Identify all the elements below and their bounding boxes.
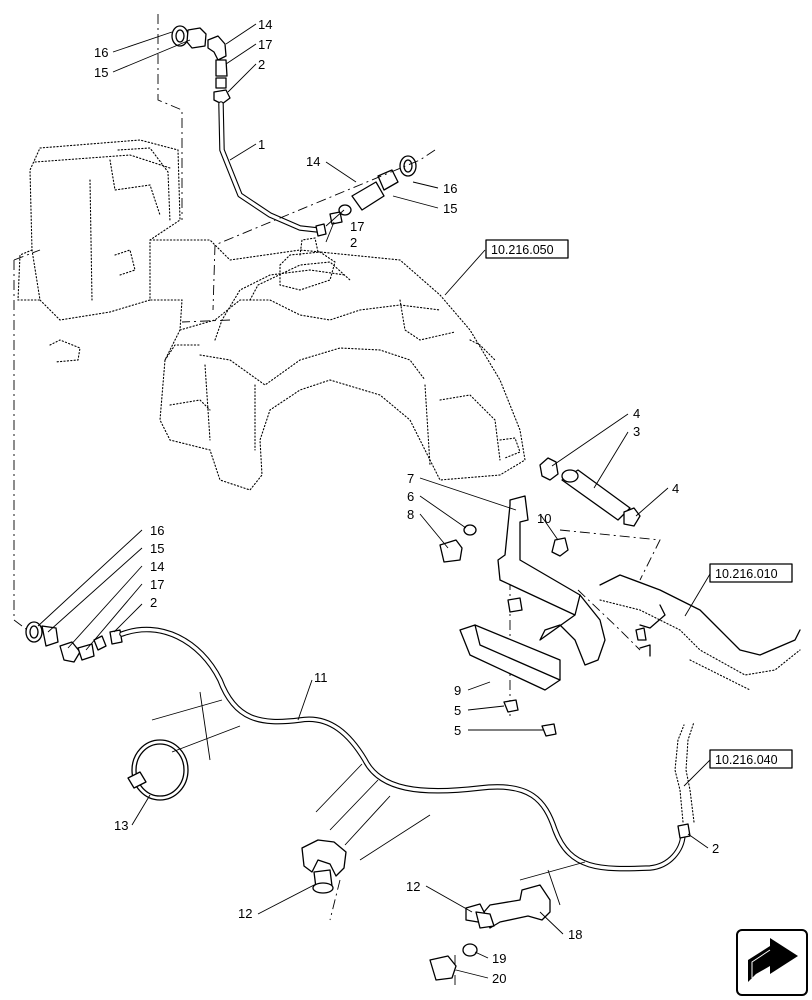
ref-label-10-216-050[interactable]: 10.216.050 bbox=[491, 243, 554, 257]
leader-lines bbox=[37, 23, 711, 979]
callout-11: 11 bbox=[314, 670, 328, 685]
lower-hose-assembly bbox=[25, 621, 695, 906]
construction-lines bbox=[13, 14, 661, 985]
sleeve-assembly bbox=[539, 457, 641, 527]
ref-label-10-216-010[interactable]: 10.216.010 bbox=[715, 567, 778, 581]
callout-4-b: 4 bbox=[672, 481, 679, 496]
clamp-13 bbox=[127, 739, 189, 801]
bracket-assembly bbox=[439, 495, 801, 737]
callout-13: 13 bbox=[114, 818, 128, 833]
callout-3: 3 bbox=[633, 424, 640, 439]
callout-18: 18 bbox=[568, 927, 582, 942]
callout-7: 7 bbox=[407, 471, 414, 486]
callout-2-bottom: 2 bbox=[150, 595, 157, 610]
callout-17-top: 17 bbox=[258, 37, 272, 52]
callout-5-b: 5 bbox=[454, 723, 461, 738]
callout-15-bottom: 15 bbox=[150, 541, 164, 556]
callout-20: 20 bbox=[492, 971, 506, 986]
bracket-18-assembly bbox=[429, 884, 551, 981]
callout-8: 8 bbox=[407, 507, 414, 522]
callout-2-right: 2 bbox=[712, 841, 719, 856]
clip-12-center bbox=[301, 839, 347, 894]
callout-10: 10 bbox=[537, 511, 551, 526]
callout-5-a: 5 bbox=[454, 703, 461, 718]
callout-9: 9 bbox=[454, 683, 461, 698]
callout-15-mid: 15 bbox=[443, 201, 457, 216]
callout-16-top: 16 bbox=[94, 45, 108, 60]
callout-12-center: 12 bbox=[238, 906, 252, 921]
callout-14-top: 14 bbox=[258, 17, 272, 32]
fuel-tank bbox=[17, 139, 526, 491]
callout-14-mid: 14 bbox=[306, 154, 320, 169]
ref-box-10-216-050[interactable] bbox=[485, 239, 569, 259]
ref-box-10-216-040[interactable] bbox=[709, 749, 793, 769]
callout-12-right: 12 bbox=[406, 879, 420, 894]
callout-15-top: 15 bbox=[94, 65, 108, 80]
callout-17-mid: 17 bbox=[350, 219, 364, 234]
ref-box-10-216-010[interactable] bbox=[709, 563, 793, 583]
callout-6: 6 bbox=[407, 489, 414, 504]
top-fitting-group bbox=[171, 25, 417, 237]
callout-19: 19 bbox=[492, 951, 506, 966]
reference-boxes: 10.216.050 10.216.010 10.216.040 bbox=[485, 239, 793, 769]
callout-2-mid: 2 bbox=[350, 235, 357, 250]
callout-14-bottom: 14 bbox=[150, 559, 164, 574]
callout-2-top: 2 bbox=[258, 57, 265, 72]
callout-16-bottom: 16 bbox=[150, 523, 164, 538]
next-page-arrow-icon[interactable] bbox=[736, 929, 808, 996]
callout-4-a: 4 bbox=[633, 406, 640, 421]
callout-16-mid: 16 bbox=[443, 181, 457, 196]
ref-label-10-216-040[interactable]: 10.216.040 bbox=[715, 753, 778, 767]
callout-17-bottom: 17 bbox=[150, 577, 164, 592]
callout-labels: 16 15 14 17 2 1 14 17 2 16 15 4 3 4 7 6 … bbox=[94, 17, 719, 986]
callout-1: 1 bbox=[258, 137, 265, 152]
